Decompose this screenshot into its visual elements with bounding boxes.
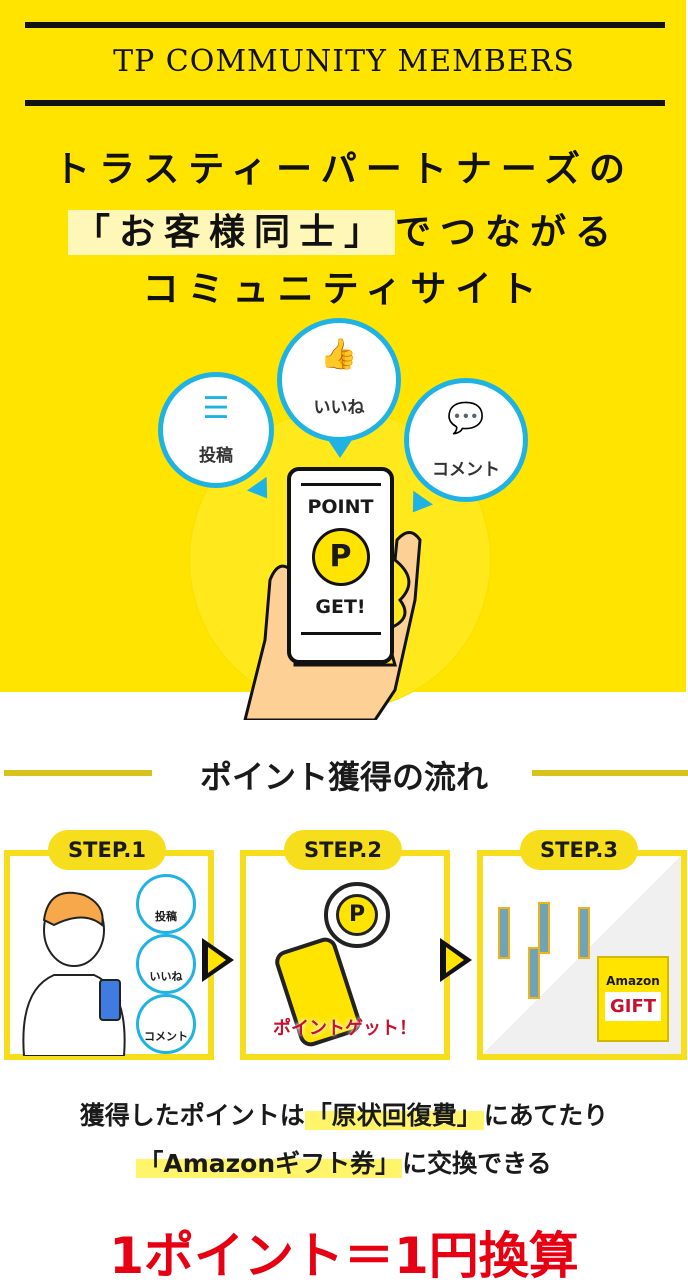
phone-illustration: POINT P GET! xyxy=(287,467,394,664)
point-get-caption: ポイントゲット！ xyxy=(273,1018,417,1039)
bubble-label: いいね xyxy=(313,398,365,418)
cleaning-staff-illustration xyxy=(498,902,590,999)
tagline-line3: コミュニティサイト xyxy=(142,269,546,310)
amazon-gift-card: Amazon GIFT xyxy=(597,956,669,1042)
tagline-highlight: 「お客様同士」 xyxy=(67,210,395,255)
summary-line2: 「Amazonギフト券」に交換できる xyxy=(0,1144,688,1180)
tagline-line1: トラスティーパートナーズの xyxy=(54,149,634,190)
arrow-right-icon xyxy=(440,938,472,982)
gift-card-text: GIFT xyxy=(605,992,661,1021)
bubble-post: ☰ 投稿 xyxy=(158,372,274,488)
coin-bubble: P xyxy=(324,882,390,948)
divider xyxy=(25,22,665,28)
bubble-label: コメント xyxy=(432,460,500,480)
conversion-rate: 1ポイント＝1円換算 xyxy=(109,1227,579,1285)
step1-bubble-comment: コメント xyxy=(136,994,196,1054)
post-icon: ☰ xyxy=(202,391,230,426)
arrow-right-icon xyxy=(202,938,234,982)
gift-card-brand: Amazon xyxy=(606,974,660,988)
step2-label: STEP.2 xyxy=(284,830,402,870)
bubble-like: 👍 いいね xyxy=(277,318,401,442)
step1-bubble-post: 投稿 xyxy=(136,874,196,934)
comment-icon: 💬 xyxy=(447,401,485,436)
site-title: TP COMMUNITY MEMBERS xyxy=(113,44,575,79)
summary-text: に交換できる xyxy=(402,1149,552,1178)
step1-bubble-like: いいね xyxy=(136,934,196,994)
step1-panel: 投稿 いいね コメント xyxy=(4,850,214,1060)
coin-icon: P xyxy=(336,894,378,936)
step1-label: STEP.1 xyxy=(48,830,166,870)
summary-text: にあてたり xyxy=(483,1101,609,1130)
step2-panel: P ポイントゲット！ xyxy=(240,850,450,1060)
tagline-line2: 「お客様同士」でつながる xyxy=(0,203,688,255)
bubble-label: 投稿 xyxy=(199,446,233,466)
bubble-tail xyxy=(328,440,352,458)
summary-highlight: 「原状回復費」 xyxy=(304,1101,484,1130)
thumbs-up-icon: 👍 xyxy=(320,337,358,372)
step3-label: STEP.3 xyxy=(520,830,638,870)
summary-text: 獲得したポイントは xyxy=(79,1101,305,1130)
coin-icon: P xyxy=(311,528,370,586)
phone-point-text: POINT xyxy=(307,496,374,518)
summary-highlight: 「Amazonギフト券」 xyxy=(136,1149,403,1178)
heading-line xyxy=(4,770,152,776)
man-with-phone-illustration xyxy=(22,891,126,1056)
summary-line1: 獲得したポイントは「原状回復費」にあてたり xyxy=(0,1096,688,1132)
tagline-rest: でつながる xyxy=(395,212,621,253)
flow-heading: ポイント獲得の流れ xyxy=(199,758,488,796)
bubble-comment: 💬 コメント xyxy=(404,378,528,502)
divider xyxy=(25,100,665,106)
step3-panel: Amazon GIFT xyxy=(477,850,687,1060)
heading-line xyxy=(532,770,688,776)
phone-get-text: GET! xyxy=(315,596,366,618)
hero-banner: TP COMMUNITY MEMBERS トラスティーパートナーズの 「お客様同… xyxy=(0,0,688,720)
